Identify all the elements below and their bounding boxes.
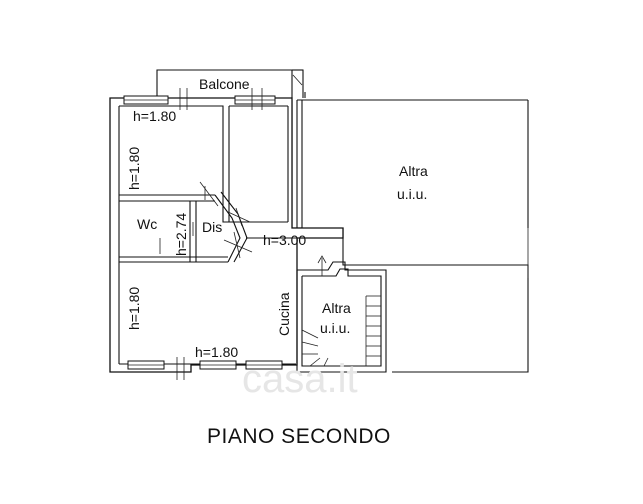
room-label-wc: Wc	[137, 216, 157, 232]
height-label-bottom-side: h=1.80	[126, 287, 142, 330]
room-label-dis: Dis	[202, 219, 222, 235]
room-label-altra-small-2: u.i.u.	[320, 320, 350, 336]
apartment-walls	[109, 97, 344, 373]
plan-title: PIANO SECONDO	[207, 425, 391, 448]
height-label-top-room: h=1.80	[133, 108, 176, 124]
room-label-altra-large-2: u.i.u.	[397, 186, 427, 202]
height-label-wc: h=2.74	[173, 213, 189, 256]
height-label-bottom: h=1.80	[195, 344, 238, 360]
door-marks	[159, 181, 253, 259]
altra-uiu-small-stair	[296, 255, 387, 373]
watermark: casa.it	[242, 357, 358, 401]
room-label-altra-small-1: Altra	[322, 300, 351, 316]
windows-top	[123, 88, 276, 110]
height-label-corridor: h=3.00	[263, 232, 306, 248]
room-label-altra-large-1: Altra	[399, 163, 428, 179]
windows-bottom	[127, 357, 283, 380]
height-label-top-room-side: h=1.80	[126, 147, 142, 190]
room-label-balcone: Balcone	[199, 76, 250, 92]
room-label-cucina: Cucina	[276, 292, 292, 336]
balcone	[156, 69, 306, 98]
